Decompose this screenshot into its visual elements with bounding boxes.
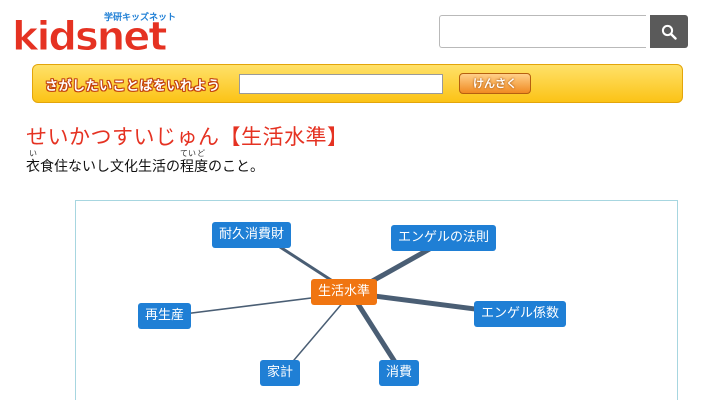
keyword-search-input[interactable] [239,74,443,94]
ruby-reading: い [29,149,37,158]
node-reproduction[interactable]: 再生産 [138,303,192,329]
ruby-tei: てい程 [180,150,196,175]
logo-text: kidsnet [12,14,167,58]
node-engels-law[interactable]: エンゲルの法則 [391,225,497,251]
ruby-i: い衣 [26,150,40,175]
ruby-reading: てい [180,149,196,158]
keyword-search-bar: さがしたいことばをいれよう けんさく [32,64,683,103]
related-words-diagram: 耐久消費財 エンゲルの法則 再生産 エンゲル係数 家計 消費 生活水準 [75,200,678,400]
node-engel-coefficient[interactable]: エンゲル係数 [474,301,567,327]
node-household[interactable]: 家計 [260,360,301,386]
definition-segment: 食住ないし文化生活の [40,159,180,175]
connector-line [282,292,352,374]
page-title: せいかつすいじゅん【生活水準】 [26,125,349,149]
connector-line [348,291,405,375]
ruby-reading: ど [197,149,205,158]
kidsnet-logo[interactable]: 学研キッズネット kidsnet [10,6,180,61]
node-durable-goods[interactable]: 耐久消費財 [212,222,292,248]
ruby-base: 程 [180,159,194,175]
definition-segment: のこと。 [208,159,264,175]
keyword-search-button[interactable]: けんさく [459,73,531,94]
node-center-living-standard: 生活水準 [311,279,378,305]
site-search-input[interactable] [439,15,646,48]
keyword-search-label: さがしたいことばをいれよう [45,79,221,94]
node-consumption[interactable]: 消費 [379,360,420,386]
definition-text: い衣食住ないし文化生活のてい程ど度のこと。 [26,150,264,175]
logo-subtext: 学研キッズネット [104,11,176,23]
ruby-base: 度 [194,159,208,175]
ruby-base: 衣 [26,159,40,175]
search-button[interactable] [650,15,688,48]
search-icon [661,24,677,40]
ruby-do: ど度 [194,150,208,175]
